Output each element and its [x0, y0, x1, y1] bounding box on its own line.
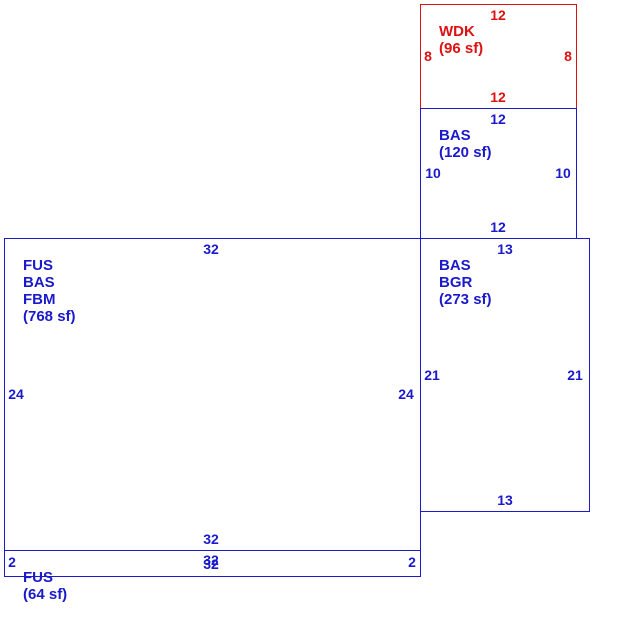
main-code-label-3: FBM [23, 291, 56, 308]
bas-bgr-code-label-2: BGR [439, 274, 473, 291]
main-bottom-dimension: 32 [203, 531, 219, 547]
main-right-dimension: 24 [398, 386, 414, 402]
wdk-right-dimension: 8 [564, 48, 572, 64]
wdk-code-label: WDK [439, 23, 475, 40]
main-top-dimension: 32 [203, 241, 219, 257]
main-code-label-1: FUS [23, 257, 53, 274]
bas-upper-bottom-dimension: 12 [490, 219, 506, 235]
fus-strip-left-dimension: 2 [8, 554, 16, 570]
bas-bgr-code-label-1: BAS [439, 257, 471, 274]
fus-strip-outline [4, 550, 421, 577]
wdk-left-dimension: 8 [424, 48, 432, 64]
bas-upper-area-label: (120 sf) [439, 144, 492, 161]
main-code-label-2: BAS [23, 274, 55, 291]
fus-strip-top-dimension: 32 [203, 552, 219, 568]
bas-upper-top-dimension: 12 [490, 111, 506, 127]
bas-upper-code-label: BAS [439, 127, 471, 144]
bas-bgr-left-dimension: 21 [424, 367, 440, 383]
fus-strip-bottom-dimension: 32 [203, 556, 219, 572]
bas-bgr-right-dimension: 21 [567, 367, 583, 383]
fus-strip-right-dimension: 2 [408, 554, 416, 570]
wdk-area-label: (96 sf) [439, 40, 483, 57]
bas-bgr-area-label: (273 sf) [439, 291, 492, 308]
fus-strip-code-label: FUS [23, 569, 53, 586]
main-left-dimension: 24 [8, 386, 24, 402]
wdk-bottom-dimension: 12 [490, 89, 506, 105]
bas-upper-right-dimension: 10 [555, 165, 571, 181]
main-area-label: (768 sf) [23, 308, 76, 325]
fus-strip-area-label: (64 sf) [23, 586, 67, 603]
bas-upper-left-dimension: 10 [425, 165, 441, 181]
bas-bgr-outline [420, 238, 590, 512]
bas-bgr-bottom-dimension: 13 [497, 492, 513, 508]
wdk-top-dimension: 12 [490, 7, 506, 23]
main-outline [4, 238, 421, 551]
bas-bgr-top-dimension: 13 [497, 241, 513, 257]
